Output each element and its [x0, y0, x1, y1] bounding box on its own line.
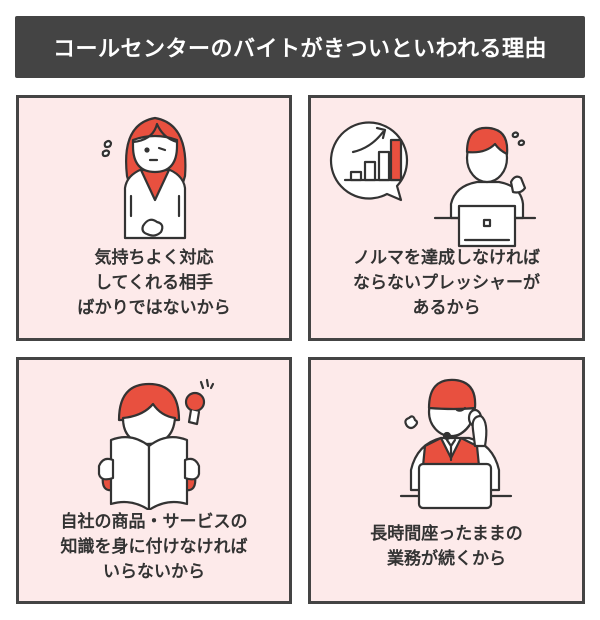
reason-panel-quota-pressure: ノルマを達成しなければ ならないプレッシャーが あるから	[308, 95, 585, 341]
person-reading-book-lightbulb-icon	[97, 378, 215, 510]
worried-woman-icon	[101, 116, 187, 240]
reason-panel-product-knowledge: 自社の商品・サービスの 知識を身に付けなければ いらないから	[16, 357, 292, 604]
reason-caption: 自社の商品・サービスの 知識を身に付けなければ いらないから	[60, 512, 248, 582]
man-laptop-quota-chart-icon	[329, 121, 537, 248]
reason-caption: 気持ちよく対応 してくれる相手 ばかりではないから	[77, 248, 231, 318]
page-title: コールセンターのバイトがきついといわれる理由	[53, 37, 547, 62]
reason-panel-difficult-customers: 気持ちよく対応 してくれる相手 ばかりではないから	[16, 95, 292, 341]
reason-caption: 長時間座ったままの 業務が続くから	[370, 524, 523, 569]
reason-panel-long-sitting: 長時間座ったままの 業務が続くから	[308, 357, 585, 604]
operator-headset-laptop-icon	[399, 378, 513, 510]
reason-caption: ノルマを達成しなければ ならないプレッシャーが あるから	[353, 248, 540, 318]
title-banner: コールセンターのバイトがきついといわれる理由	[15, 16, 585, 78]
